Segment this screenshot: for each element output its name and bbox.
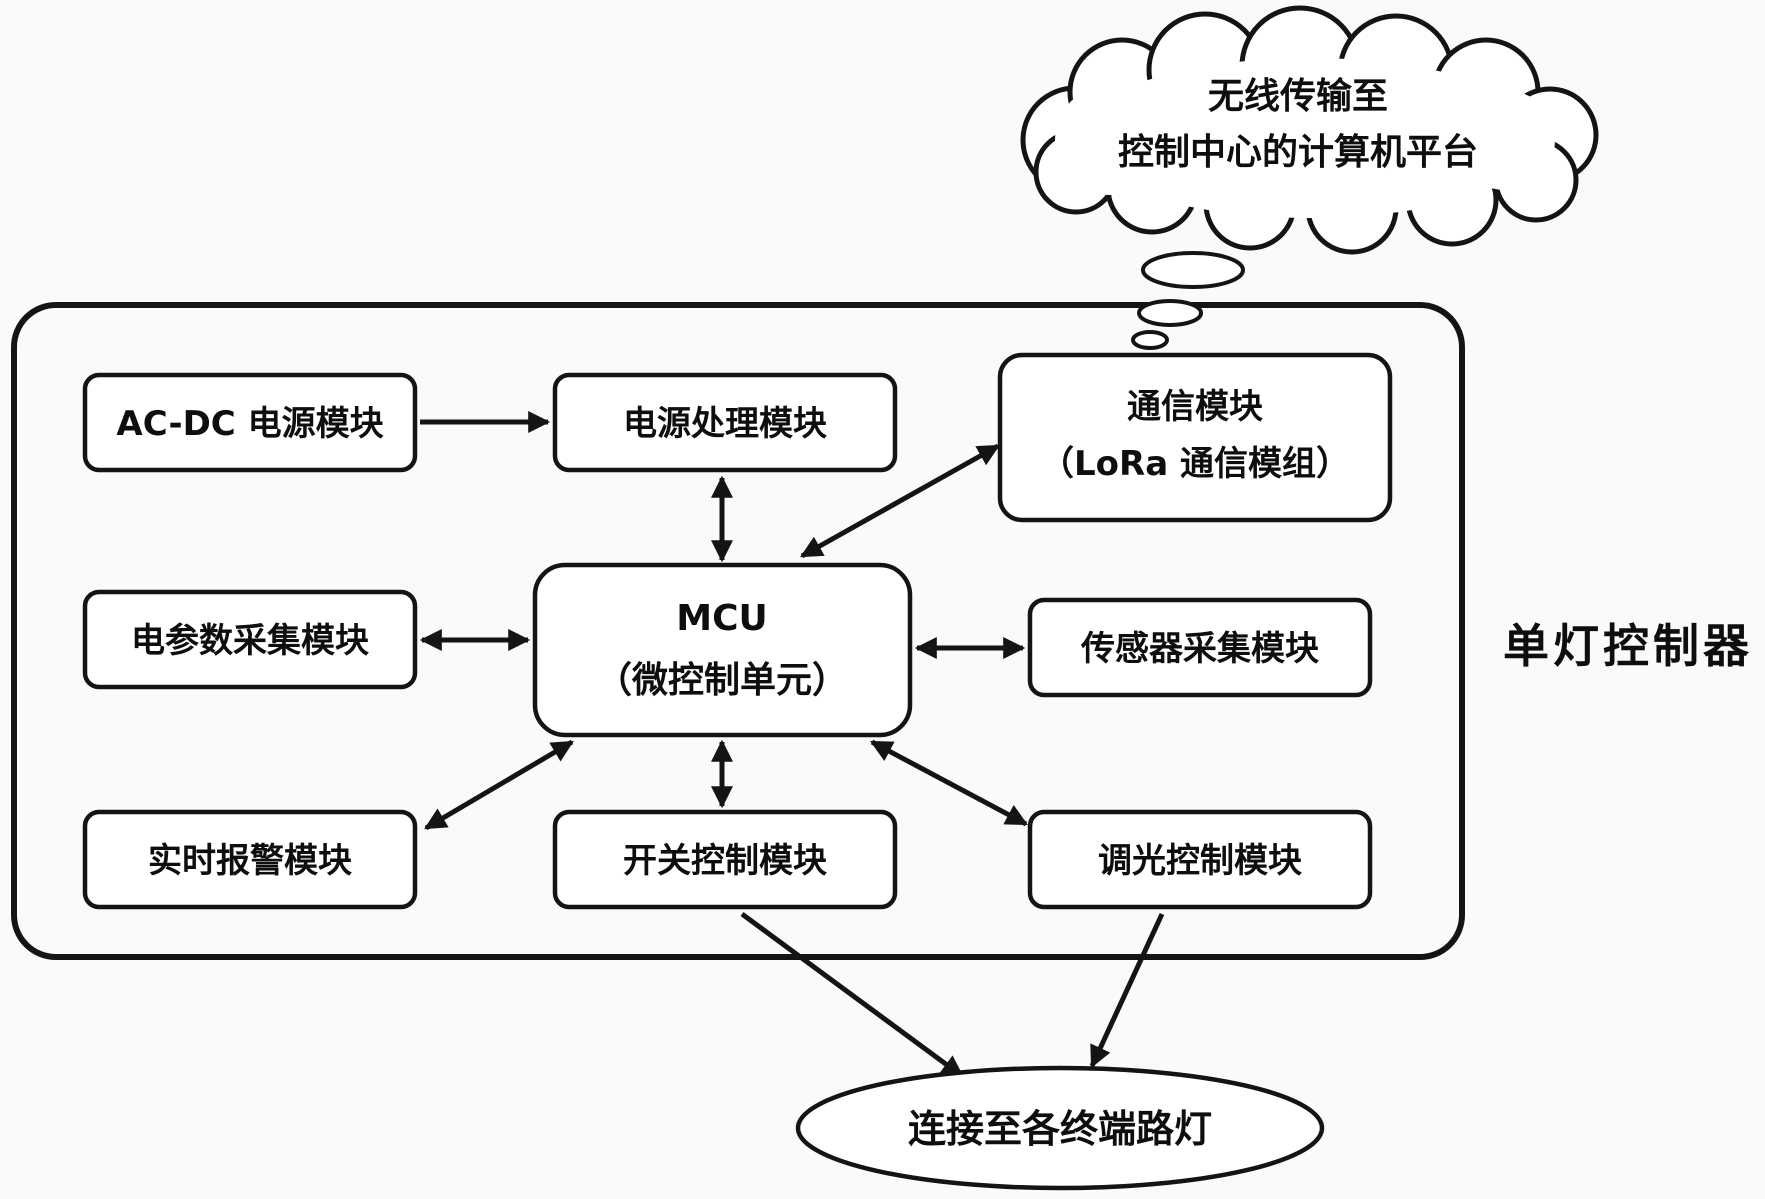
thought-dot-3 [1131, 330, 1169, 350]
node-switch-control: 开关控制模块 [552, 809, 898, 910]
node-alarm-box [82, 809, 418, 910]
node-communication-label-line1: 通信模块 [1127, 387, 1263, 427]
node-acdc-power: AC-DC 电源模块 [82, 372, 418, 473]
arrow-dim-to-terminal [1089, 912, 1165, 1068]
arrow-mcu-alarm [424, 739, 574, 831]
thought-dot-2 [1137, 299, 1203, 327]
node-switch-control-box [552, 809, 898, 910]
node-terminal-lamps-label: 连接至各终端路灯 [908, 1107, 1212, 1151]
node-alarm-label: 实时报警模块 [148, 841, 352, 881]
cloud-text-line2: 控制中心的计算机平台 [1118, 132, 1478, 173]
node-mcu-label-line1: MCU [676, 598, 767, 639]
node-electrical-param: 电参数采集模块 [82, 589, 418, 690]
node-electrical-param-label: 电参数采集模块 [131, 621, 369, 661]
node-communication-label-line2: （LoRa 通信模组） [1040, 444, 1350, 484]
cloud-fill [1075, 58, 1545, 218]
node-communication: 通信模块 （LoRa 通信模组） [997, 352, 1393, 523]
node-sensor-box [1027, 597, 1373, 698]
cloud-text-line1: 无线传输至 [1208, 76, 1388, 117]
node-power-processing-label: 电源处理模块 [623, 404, 827, 444]
arrow-mcu-dim [870, 739, 1028, 827]
node-mcu-label-line2: （微控制单元） [596, 660, 848, 701]
node-sensor-label: 传感器采集模块 [1080, 629, 1319, 669]
node-electrical-param-box [82, 589, 418, 690]
node-dimming-control: 调光控制模块 [1027, 809, 1373, 910]
arrow-mcu-comm [800, 443, 1000, 559]
node-dimming-control-box [1027, 809, 1373, 910]
node-switch-control-label: 开关控制模块 [623, 841, 827, 881]
node-mcu: MCU （微控制单元） [532, 562, 913, 738]
controller-box [11, 302, 1465, 960]
system-label: 单灯控制器 [1503, 619, 1753, 673]
cloud: 无线传输至 控制中心的计算机平台 [1020, 5, 1599, 255]
node-mcu-box [532, 562, 913, 738]
node-acdc-power-label: AC-DC 电源模块 [116, 404, 383, 444]
thought-dot-1 [1141, 251, 1245, 289]
arrow-switch-to-terminal [740, 911, 964, 1079]
node-acdc-power-box [82, 372, 418, 473]
node-communication-box [997, 352, 1393, 523]
cloud-fill [1055, 85, 1165, 195]
node-terminal-lamps-shape [795, 1065, 1325, 1191]
node-power-processing-box [552, 372, 898, 473]
node-power-processing: 电源处理模块 [552, 372, 898, 473]
node-dimming-control-label: 调光控制模块 [1098, 841, 1302, 881]
node-alarm: 实时报警模块 [82, 809, 418, 910]
node-terminal-lamps: 连接至各终端路灯 [795, 1065, 1325, 1191]
node-sensor: 传感器采集模块 [1027, 597, 1373, 698]
cloud-fill [1455, 90, 1555, 190]
